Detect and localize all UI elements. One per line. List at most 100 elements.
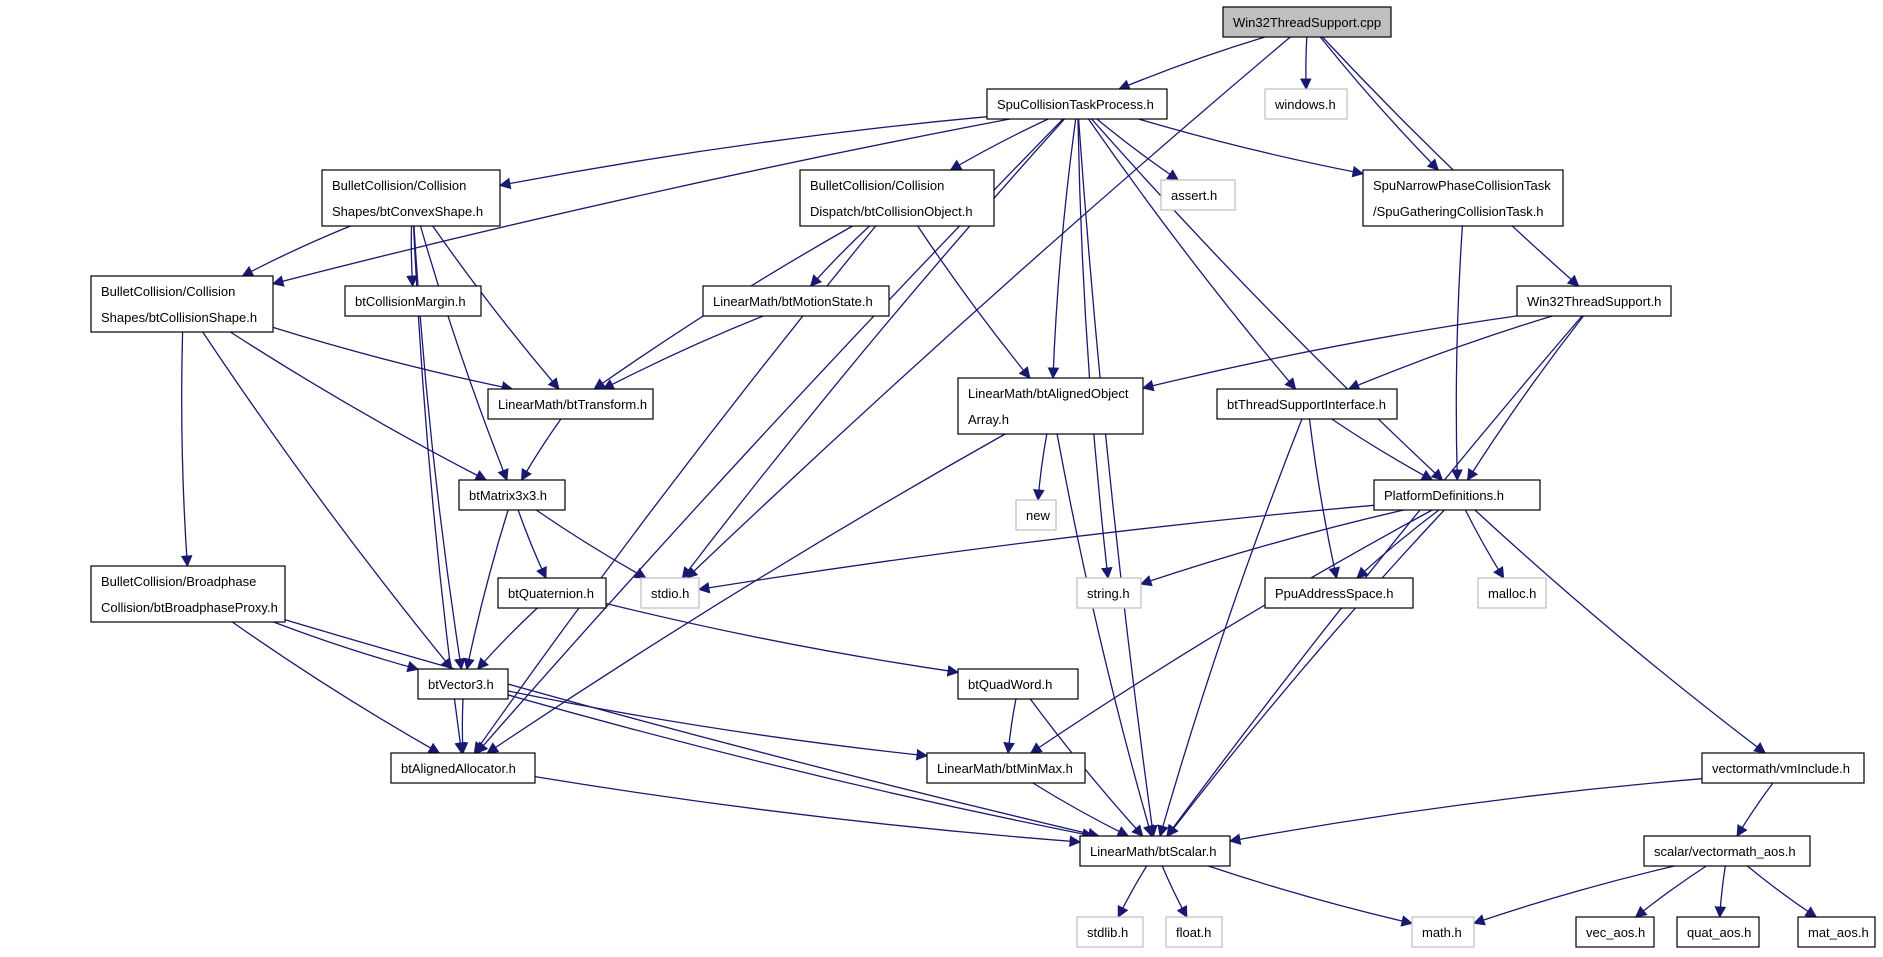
node-math: math.h	[1411, 916, 1475, 948]
node-label-quat-0: btQuaternion.h	[508, 586, 594, 601]
node-minmax[interactable]: LinearMath/btMinMax.h	[926, 752, 1086, 784]
edge-broad-to-scalar	[284, 619, 1100, 840]
node-label-assert-0: assert.h	[1171, 188, 1217, 203]
node-platform[interactable]: PlatformDefinitions.h	[1373, 479, 1541, 511]
node-label-w32ts-0: Win32ThreadSupport.h	[1527, 294, 1661, 309]
edge-scalar-to-float	[1161, 865, 1188, 919]
edge-vminc-to-scalar	[1228, 778, 1703, 845]
edge-root-to-w32ts	[1321, 36, 1580, 287]
edge-root-to-stdio	[685, 36, 1291, 579]
node-quat[interactable]: btQuaternion.h	[497, 577, 607, 609]
node-vecaos[interactable]: vec_aos.h	[1575, 916, 1655, 948]
edge-broad-to-vector3	[273, 621, 420, 673]
node-mataos[interactable]: mat_aos.h	[1797, 916, 1876, 948]
node-quadword[interactable]: btQuadWord.h	[957, 668, 1079, 700]
node-scalar[interactable]: LinearMath/btScalar.h	[1079, 835, 1231, 867]
edge-collshape-to-broad	[180, 331, 193, 568]
node-box-tsi	[1216, 388, 1398, 420]
edge-spucoll-to-scalar	[1077, 118, 1158, 838]
node-box-motion	[702, 285, 890, 317]
edge-vmaos-to-math	[1472, 865, 1675, 926]
node-box-margin	[344, 285, 482, 317]
node-box-stdlib	[1076, 916, 1144, 948]
node-label-vector3-0: btVector3.h	[428, 677, 494, 692]
node-malloc: malloc.h	[1477, 577, 1547, 609]
node-spucoll[interactable]: SpuCollisionTaskProcess.h	[986, 88, 1168, 120]
node-label-string-0: string.h	[1087, 586, 1130, 601]
node-box-vector3	[417, 668, 509, 700]
edge-scalar-to-math	[1208, 865, 1414, 927]
node-box-matrix	[458, 479, 566, 511]
node-vector3[interactable]: btVector3.h	[417, 668, 509, 700]
edge-broad-to-allocator	[231, 621, 441, 754]
node-collshape[interactable]: BulletCollision/CollisionShapes/btCollis…	[90, 275, 274, 333]
node-stdio: stdio.h	[640, 577, 700, 609]
node-box-ppu	[1264, 577, 1414, 609]
edge-spucoll-to-tsi	[1087, 118, 1297, 390]
node-spunarrow[interactable]: SpuNarrowPhaseCollisionTask/SpuGathering…	[1362, 169, 1564, 227]
node-box-w32ts	[1516, 285, 1672, 317]
node-collobj[interactable]: BulletCollision/CollisionDispatch/btColl…	[799, 169, 995, 227]
node-margin[interactable]: btCollisionMargin.h	[344, 285, 482, 317]
node-box-vminc	[1701, 752, 1865, 784]
edge-minmax-to-scalar	[1032, 782, 1130, 837]
node-ppu[interactable]: PpuAddressSpace.h	[1264, 577, 1414, 609]
node-label-windows-0: windows.h	[1274, 97, 1336, 112]
node-stdlib: stdlib.h	[1076, 916, 1144, 948]
node-box-quataos	[1676, 916, 1760, 948]
node-float: float.h	[1165, 916, 1223, 948]
edge-spucoll-to-aligned	[1047, 118, 1077, 380]
node-label-allocator-0: btAlignedAllocator.h	[401, 761, 516, 776]
node-label-collshape-1: Shapes/btCollisionShape.h	[101, 310, 257, 325]
edge-matrix-to-quat	[517, 509, 547, 580]
node-motion[interactable]: LinearMath/btMotionState.h	[702, 285, 890, 317]
node-box-broad	[90, 565, 286, 623]
node-label-transform-0: LinearMath/btTransform.h	[498, 397, 647, 412]
node-box-string	[1076, 577, 1142, 609]
edge-quat-to-quadword	[605, 602, 960, 677]
edge-platform-to-stdio	[697, 504, 1375, 594]
node-label-vminc-0: vectormath/vmInclude.h	[1712, 761, 1850, 776]
node-matrix[interactable]: btMatrix3x3.h	[458, 479, 566, 511]
edge-vminc-to-vmaos	[1736, 782, 1774, 838]
node-label-vmaos-0: scalar/vectormath_aos.h	[1654, 844, 1796, 859]
node-label-collshape-0: BulletCollision/Collision	[101, 284, 235, 299]
node-label-matrix-0: btMatrix3x3.h	[469, 488, 547, 503]
node-box-vecaos	[1575, 916, 1655, 948]
node-convex[interactable]: BulletCollision/CollisionShapes/btConvex…	[321, 169, 501, 227]
node-w32ts[interactable]: Win32ThreadSupport.h	[1516, 285, 1672, 317]
node-allocator[interactable]: btAlignedAllocator.h	[390, 752, 536, 784]
node-label-convex-0: BulletCollision/Collision	[332, 178, 466, 193]
edge-vector3-to-scalar	[507, 694, 1094, 840]
edge-vmaos-to-mataos	[1746, 865, 1818, 918]
edge-platform-to-vminc	[1474, 509, 1767, 754]
edge-vmaos-to-quataos	[1714, 865, 1727, 919]
edge-spucoll-to-collshape	[271, 118, 1011, 287]
edge-motion-to-transform	[602, 315, 764, 390]
edge-matrix-to-stdio	[535, 509, 647, 579]
node-tsi[interactable]: btThreadSupportInterface.h	[1216, 388, 1398, 420]
edge-w32ts-to-tsi	[1347, 315, 1553, 391]
node-label-aligned-0: LinearMath/btAlignedObject	[968, 386, 1129, 401]
edge-collshape-to-vector3	[202, 331, 453, 670]
node-broad[interactable]: BulletCollision/BroadphaseCollision/btBr…	[90, 565, 286, 623]
node-transform[interactable]: LinearMath/btTransform.h	[487, 388, 654, 420]
node-quataos[interactable]: quat_aos.h	[1676, 916, 1760, 948]
edge-platform-to-string	[1139, 509, 1404, 587]
node-box-root	[1222, 6, 1392, 38]
node-root[interactable]: Win32ThreadSupport.cpp	[1222, 6, 1392, 38]
edge-platform-to-ppu	[1356, 509, 1440, 579]
edge-matrix-to-vector3	[463, 509, 509, 671]
node-box-allocator	[390, 752, 536, 784]
node-label-mataos-0: mat_aos.h	[1808, 925, 1869, 940]
node-label-quadword-0: btQuadWord.h	[968, 677, 1052, 692]
node-vminc[interactable]: vectormath/vmInclude.h	[1701, 752, 1865, 784]
node-box-scalar	[1079, 835, 1231, 867]
edge-spucoll-to-string	[1077, 118, 1113, 580]
node-box-quadword	[957, 668, 1079, 700]
node-box-quat	[497, 577, 607, 609]
node-vmaos[interactable]: scalar/vectormath_aos.h	[1643, 835, 1811, 867]
node-label-stdio-0: stdio.h	[651, 586, 689, 601]
